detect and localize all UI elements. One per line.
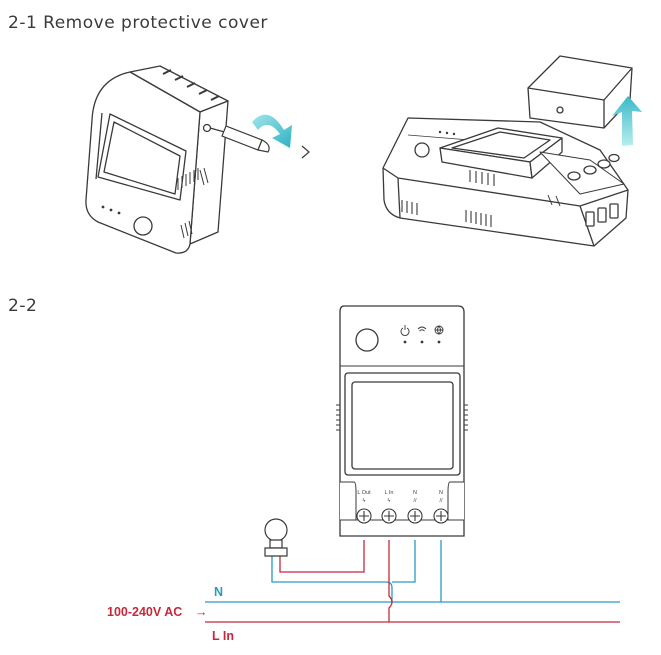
terminal-symbol-n1: // [413,498,417,504]
terminal-label-n1: N [413,490,417,496]
live-label: L In [212,629,234,643]
wires [205,540,620,623]
bulb-icon [264,518,288,557]
terminal-symbol-l-in: ϟ [388,498,391,504]
terminal-label-n2: N [439,490,443,496]
terminal-symbol-n2: // [439,498,443,504]
curved-arrow-icon [252,114,292,148]
device-side-view [85,65,229,254]
section-title-wiring: 2-2 [8,296,38,316]
terminal-label-l-out: L Out [357,490,371,496]
wifi-icon [417,326,427,332]
globe-icon [434,325,444,335]
supply-arrow: → [195,605,208,619]
chevron-right-icon [301,145,310,159]
device-front-view [336,305,468,537]
terminal-screws [356,508,449,524]
terminal-symbol-l-out: ϟ [363,498,366,504]
terminal-label-l-in: L In [385,490,394,496]
section-title-remove-cover: 2-1 Remove protective cover [8,13,268,33]
device-cover-removed [382,55,633,247]
power-icon [400,325,410,336]
screwdriver-icon [209,125,270,153]
terminal-labels: L Out ϟ L In ϟ N // N // [357,490,443,504]
supply-voltage-label: 100-240V AC [107,605,182,619]
neutral-label: N [214,585,223,599]
up-arrow-icon [612,96,642,146]
